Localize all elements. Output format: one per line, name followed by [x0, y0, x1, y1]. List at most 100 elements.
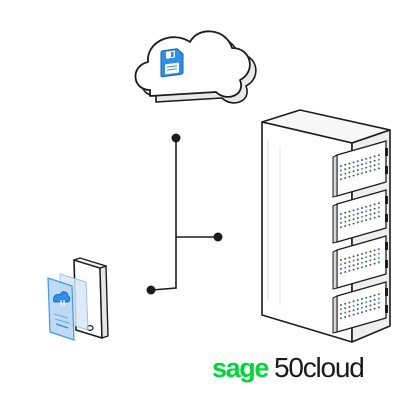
server-led-dot [340, 213, 342, 215]
server-led-dot [361, 311, 363, 314]
sage-50cloud-logo: sage 50cloud [212, 352, 365, 392]
server-led-dot [373, 303, 376, 306]
server-led-dot [348, 265, 351, 268]
server-led-dot [356, 308, 359, 310]
server-led-dot [365, 310, 368, 312]
server-led-dot [361, 306, 363, 309]
server-led-dot [356, 299, 359, 302]
server-led-dot [377, 248, 380, 251]
server-led-dot [340, 317, 342, 320]
server-led-dot [373, 253, 376, 256]
server-led-dot [352, 304, 355, 307]
server-led-dot [352, 161, 355, 164]
server-led-dot [377, 261, 380, 264]
server-led-dot [348, 261, 351, 263]
server-led-dot [340, 272, 342, 275]
server-led-dot [356, 267, 359, 270]
server-led-dot [365, 256, 368, 259]
server-led-dot [340, 259, 342, 261]
server-led-dot [340, 173, 342, 176]
server-led-dot [369, 263, 372, 266]
server-led-dot [348, 256, 351, 259]
server-led-dot [373, 159, 376, 162]
server-led-dot [377, 158, 380, 161]
server-led-dot [348, 314, 351, 317]
server-led-dot [352, 174, 355, 177]
server-led-dot [352, 222, 355, 225]
server-led-dot [344, 316, 347, 318]
server-led-dot [361, 220, 363, 223]
server-led-dot [344, 177, 347, 179]
server-led-dot [344, 257, 347, 260]
logo-product: 50cloud [273, 352, 365, 383]
cloud-save-icon [134, 30, 257, 104]
server-led-dot [373, 212, 376, 215]
server-led-dot [369, 209, 372, 211]
server-led-dot [361, 266, 363, 269]
server-led-dot [352, 170, 355, 173]
server-led-dot [340, 217, 342, 220]
server-led-dot [361, 261, 363, 264]
server-led-dot [356, 258, 359, 261]
server-led-dot [365, 219, 368, 221]
server-led-dot [340, 221, 342, 224]
server-led-dot [348, 171, 351, 174]
server-led-dot [365, 296, 368, 299]
server-led-dot [356, 173, 359, 176]
server-led-dot [344, 262, 347, 265]
server-led-dot [369, 156, 372, 159]
smartphone-cloud-icon [47, 257, 109, 341]
server-led-dot [348, 167, 351, 169]
server-led-dot [365, 166, 368, 169]
connection-lines [151, 138, 217, 291]
server-led-dot [356, 303, 359, 306]
server-led-dot [352, 165, 355, 168]
server-led-dot [340, 312, 342, 315]
server-led-dot [369, 255, 372, 257]
server-led-dot [373, 262, 376, 265]
server-led-dot [356, 312, 359, 315]
server-led-dot [377, 302, 380, 304]
server-led-dot [373, 203, 376, 206]
server-led-dot [344, 311, 347, 314]
server-led-dot [344, 220, 347, 223]
server-led-dot [365, 301, 368, 304]
server-led-dot [377, 206, 380, 209]
connection-node-top [171, 133, 181, 143]
server-led-dot [369, 259, 372, 262]
server-led-dot [377, 163, 380, 165]
server-led-dot [361, 302, 363, 305]
server-led-dot [377, 297, 380, 300]
server-led-dot [369, 165, 372, 168]
server-led-dot [344, 211, 347, 214]
server-led-dot [377, 211, 380, 213]
server-led-dot [352, 218, 355, 221]
server-led-dot [361, 257, 363, 260]
server-led-dot [373, 155, 376, 158]
server-led-dot [356, 254, 359, 257]
server-led-dot [369, 295, 372, 298]
server-led-dot [340, 178, 342, 181]
server-led-dot [340, 165, 342, 167]
server-led-dot [373, 258, 376, 261]
server-led-dot [361, 163, 363, 166]
server-led-dot [377, 167, 380, 170]
server-led-dot [344, 307, 347, 310]
server-led-dot [356, 160, 359, 163]
server-led-dot [369, 161, 372, 163]
server-led-dot [352, 268, 355, 271]
server-led-dot [369, 308, 372, 311]
server-led-dot [361, 167, 363, 170]
server-rack-icon [261, 109, 391, 343]
server-led-dot [340, 304, 342, 306]
server-led-dot [365, 171, 368, 173]
server-led-dot [352, 309, 355, 312]
server-led-dot [373, 168, 376, 171]
server-led-dot [348, 301, 351, 304]
server-led-dot [365, 157, 368, 160]
server-led-dot [348, 223, 351, 226]
server-led-dot [352, 255, 355, 258]
server-led-dot [344, 172, 347, 175]
server-led-dot [344, 266, 347, 269]
